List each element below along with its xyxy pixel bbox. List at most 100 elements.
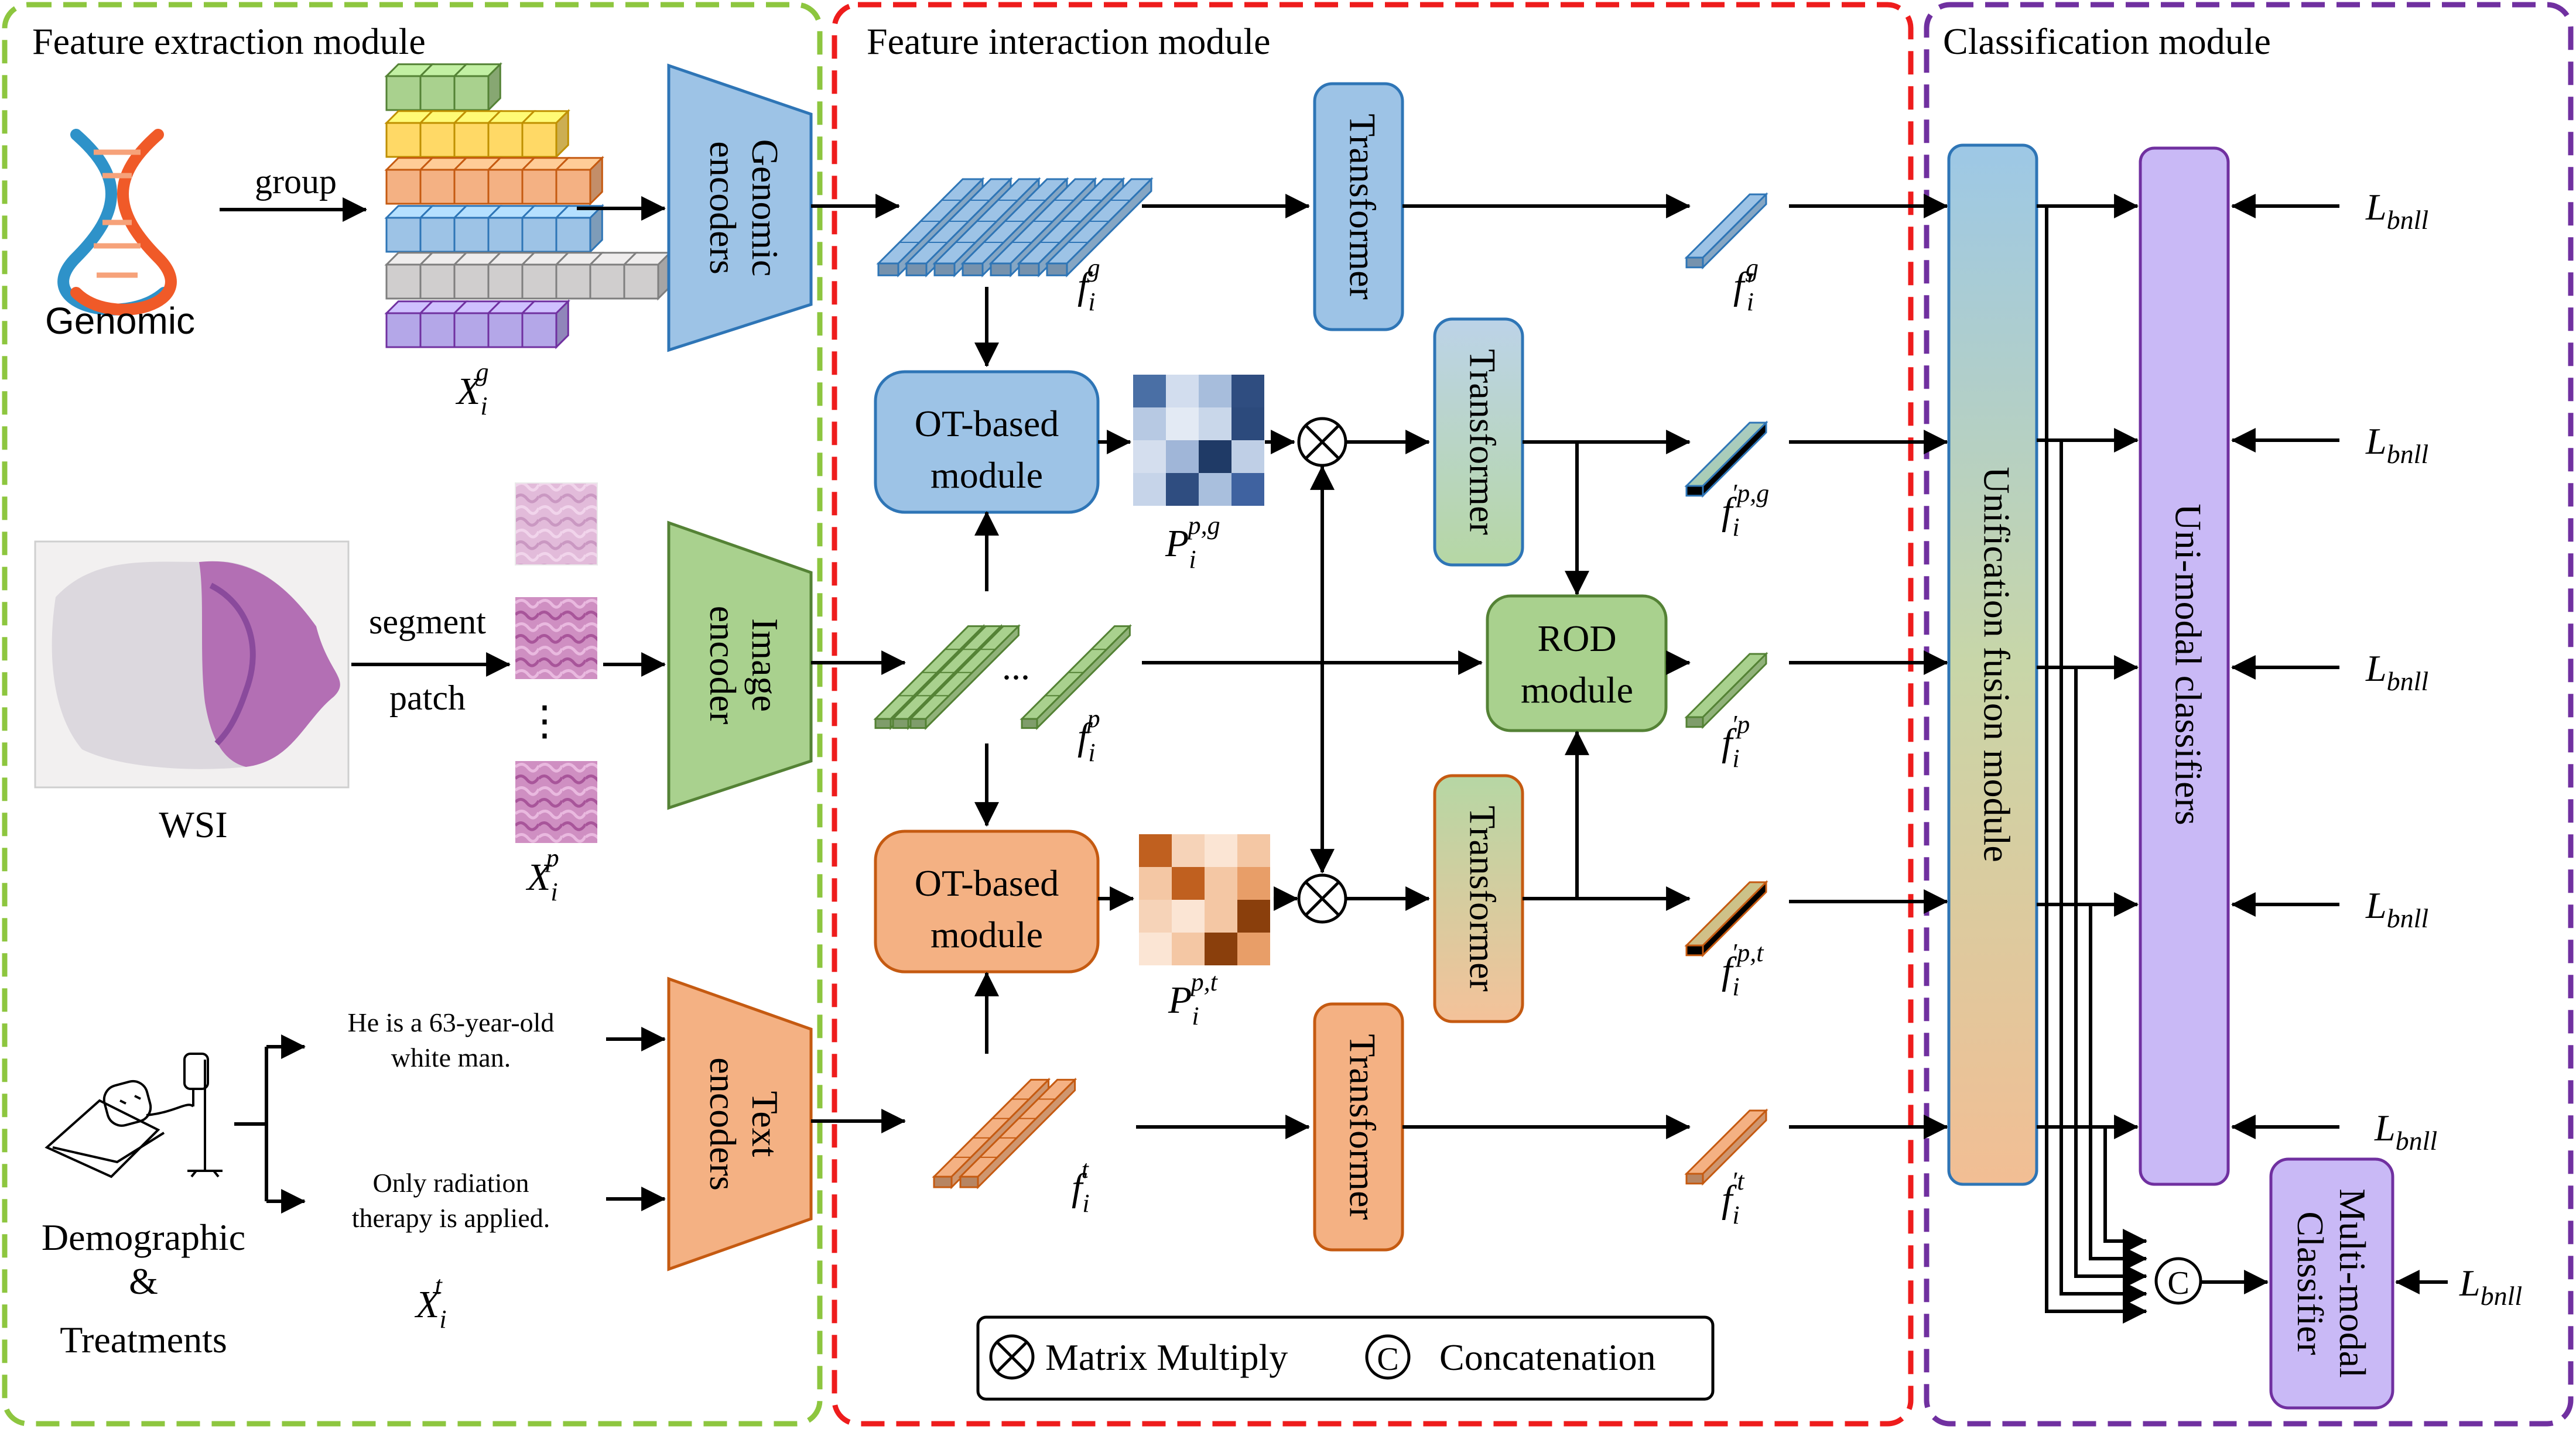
patch-label: patch [389,678,466,717]
image-encoder [667,520,813,810]
cube-side [589,156,603,206]
cube-face [419,217,456,253]
feature-bar-end [990,262,1012,276]
x-p-label: Xip [525,844,559,906]
legend-box [976,1315,1715,1401]
wsi-image [34,540,350,789]
amp-label: & [129,1260,158,1302]
patch-images [515,482,598,843]
fprime-t-label: fi′t [1722,1167,1745,1229]
matrix-cell [1231,375,1264,407]
matrix-cell [1166,473,1199,506]
feature-bar-top [1684,1109,1768,1175]
matrix-cell [1172,933,1205,965]
cube-face [487,312,524,348]
f-t-label: fit [1072,1155,1090,1218]
cube-face [623,263,659,300]
matrix-cell [1205,834,1237,867]
cube-face [521,312,557,348]
text-encoders-label: Textencoders [702,1057,786,1190]
matrix-cell [1231,407,1264,440]
matrix-cell [1166,440,1199,473]
cube-face [453,263,490,300]
matrix-cell [1133,440,1166,473]
feature-interaction-title: Feature interaction module [867,20,1271,62]
matrix-cell [1166,407,1199,440]
classification-title: Classification module [1943,20,2271,62]
feature-bar-end [877,262,899,276]
feature-bar-end [959,1176,979,1188]
x-g-label: Xig [455,358,489,420]
cube-face [385,312,422,348]
feature-bar-side [1702,652,1767,729]
transformer-genomic-label: Transformer [1342,114,1383,300]
feature-bar-side [925,623,1020,731]
f-p-label: fip [1077,704,1100,767]
feature-bar-side [1036,623,1131,731]
f-g-label: fig [1077,253,1100,316]
transformer-pg-label: Transformer [1462,349,1503,535]
feature-bar-top [1684,193,1768,259]
svg-text:Lbnll: Lbnll [2365,420,2428,469]
cube-face [521,169,557,205]
group-label: group [255,162,337,201]
treatments-label: Treatments [60,1319,227,1361]
matrix-cell [1172,834,1205,867]
legend-concatenation: Concatenation [1439,1337,1656,1378]
unification-fusion-label: Unification fusion module [1976,467,2017,862]
fprime-p-label: fi′p [1722,710,1750,773]
fusion-to-unimodal-arrows [2037,194,2139,1139]
fp-ellipsis: ... [1002,646,1030,687]
feature-bar-end [892,718,909,729]
svg-text:Lbnll: Lbnll [2365,186,2428,235]
classification-panel [1924,2,2574,1427]
feature-bar-end [1685,256,1704,269]
fprime-pt-label: fi′p,t [1722,938,1764,1001]
cube-face [521,122,557,158]
uni-modal-label: Uni-modal classifiers [2167,503,2209,825]
feature-extraction-title: Feature extraction module [32,20,426,62]
cube-face [385,122,422,158]
transformer-text-label: Transformer [1342,1034,1383,1220]
uni-modal-classifiers [2139,146,2230,1186]
matrix-cell [1139,933,1172,965]
legend-matrix-multiply: Matrix Multiply [1045,1337,1288,1378]
cube-face [419,263,456,300]
genomic-encoders-label: Genomicencoders [702,139,786,277]
p-pg-label: Pip,g [1165,511,1220,574]
feature-bar-end [933,1176,953,1188]
matrix-cell [1139,834,1172,867]
matrix-cell [1199,407,1231,440]
multi-modal-classifier [2269,1157,2394,1410]
svg-text:Lbnll: Lbnll [2365,647,2428,696]
feature-bar-side [1702,192,1767,270]
cube-face [385,263,422,300]
cube-face [453,122,490,158]
output-feature-bars [1684,192,1768,1186]
matrix-cell [1199,440,1231,473]
cube-face [385,217,422,253]
cube-side [555,299,569,349]
matrix-multiply-symbol-2 [1297,873,1347,924]
legend-concat-icon [1365,1334,1411,1380]
feature-bar-end [1685,485,1704,497]
cube-face [521,217,557,253]
matrix-cell [1172,900,1205,933]
segment-label: segment [369,602,486,641]
cube-face [555,217,591,253]
feature-extraction-panel [2,2,823,1427]
cube-face [521,263,557,300]
svg-text:Lbnll: Lbnll [2459,1262,2522,1311]
concat-symbol-letter: C [2167,1265,2189,1301]
fprime-g-label: f′ig [1733,253,1759,316]
cube-face [487,263,524,300]
matrix-cell [1199,375,1231,407]
matrix-cell [1139,900,1172,933]
feature-bar-side [1702,1108,1767,1186]
cube-side [487,62,501,112]
matrix-cell [1231,440,1264,473]
